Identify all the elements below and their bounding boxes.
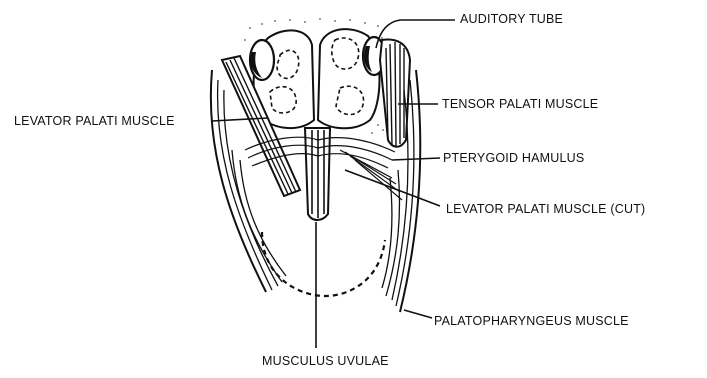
label-auditory-tube: AUDITORY TUBE — [460, 12, 563, 26]
label-levator-palati: LEVATOR PALATI MUSCLE — [14, 114, 175, 128]
uvula-column — [305, 128, 330, 220]
leader-levator-palati-cut — [345, 170, 440, 206]
central-lobes — [254, 29, 380, 128]
label-palatopharyngeus: PALATOPHARYNGEUS MUSCLE — [434, 314, 629, 328]
leader-pterygoid-hamulus — [392, 158, 440, 160]
pharyngeal-outline — [262, 232, 385, 296]
label-pterygoid-hamulus: PTERYGOID HAMULUS — [443, 151, 584, 165]
label-musculus-uvulae: MUSCULUS UVULAE — [262, 354, 389, 368]
label-tensor-palati: TENSOR PALATI MUSCLE — [442, 97, 598, 111]
leader-palatopharyngeus — [404, 310, 432, 318]
tensor-palati-band — [380, 40, 410, 147]
label-levator-palati-cut: LEVATOR PALATI MUSCLE (CUT) — [446, 202, 645, 216]
